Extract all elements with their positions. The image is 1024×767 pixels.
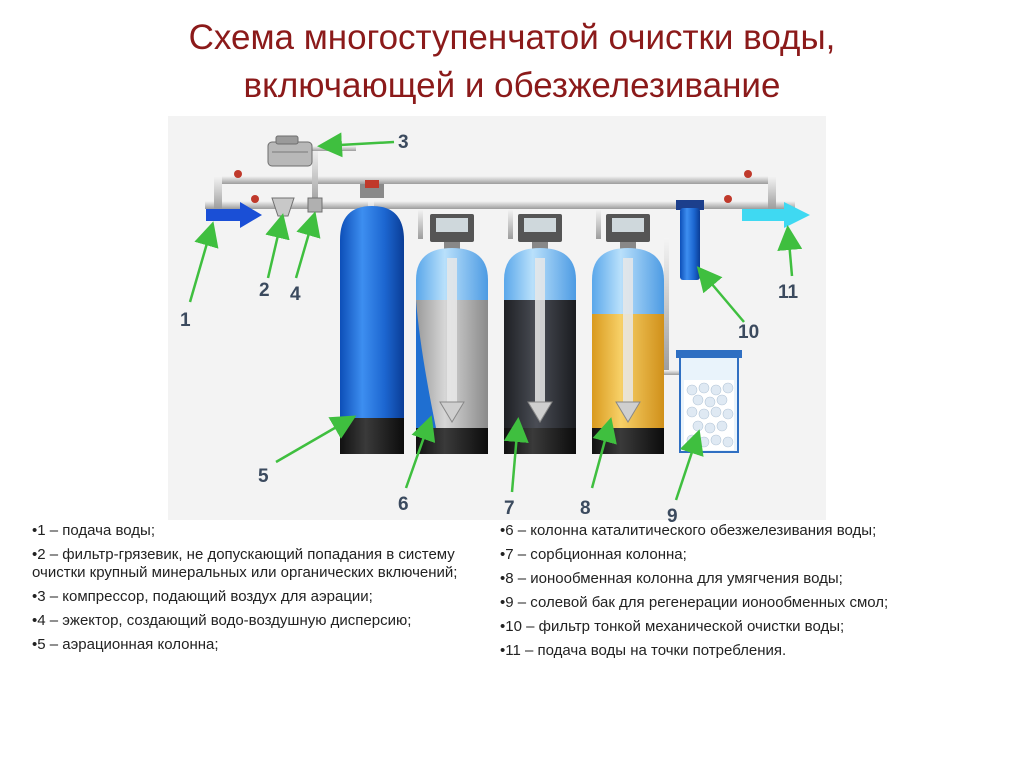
- legend-item: •9 – солевой бак для регенерации ионообм…: [500, 594, 889, 611]
- label-8: 8: [580, 498, 591, 519]
- ejector: [307, 197, 323, 213]
- legend-item: •4 – эжектор, создающий водо-воздушную д…: [32, 612, 412, 629]
- legend-item: •10 – фильтр тонкой механической очистки…: [500, 618, 845, 635]
- inlet-arrow: [206, 202, 262, 228]
- legend-item: •5 – аэрационная колонна;: [32, 636, 219, 653]
- legend-item: •11 – подача воды на точки потребления.: [500, 642, 787, 659]
- label-2: 2: [259, 280, 270, 301]
- sorption-column: [504, 214, 576, 454]
- ion-exchange-column: [592, 214, 664, 454]
- legend-left: •1 – подача воды; •2 – фильтр-грязевик, …: [32, 522, 482, 660]
- label-5: 5: [258, 466, 269, 487]
- salt-tank: [676, 350, 742, 453]
- legend-item: •2 – фильтр-грязевик, не допускающий поп…: [32, 546, 458, 581]
- compressor: [267, 135, 313, 167]
- leader-arrows: [188, 132, 803, 501]
- title-line-2: включающей и обезжелезивание: [243, 66, 781, 105]
- legend-item: •8 – ионообменная колонна для умягчения …: [500, 570, 843, 587]
- catalytic-column: [416, 214, 488, 454]
- legend-item: •3 – компрессор, подающий воздух для аэр…: [32, 588, 373, 605]
- aeration-column: [340, 180, 404, 454]
- title-line-1: Схема многоступенчатой очистки воды,: [188, 18, 836, 57]
- label-4: 4: [290, 284, 301, 305]
- legend-right: •6 – колонна каталитического обезжелезив…: [500, 522, 980, 666]
- label-1: 1: [180, 310, 191, 331]
- label-3: 3: [398, 132, 409, 153]
- outlet-arrow: [742, 202, 810, 228]
- label-6: 6: [398, 494, 409, 515]
- label-7: 7: [504, 498, 515, 519]
- label-10: 10: [738, 322, 759, 343]
- page-title: Схема многоступенчатой очистки воды, вкл…: [0, 14, 1024, 110]
- label-9: 9: [667, 506, 678, 527]
- legend-item: •6 – колонна каталитического обезжелезив…: [500, 522, 877, 539]
- legend-item: •7 – сорбционная колонна;: [500, 546, 687, 563]
- label-11: 11: [778, 282, 799, 303]
- fine-filter: [676, 200, 704, 280]
- legend-item: •1 – подача воды;: [32, 522, 156, 539]
